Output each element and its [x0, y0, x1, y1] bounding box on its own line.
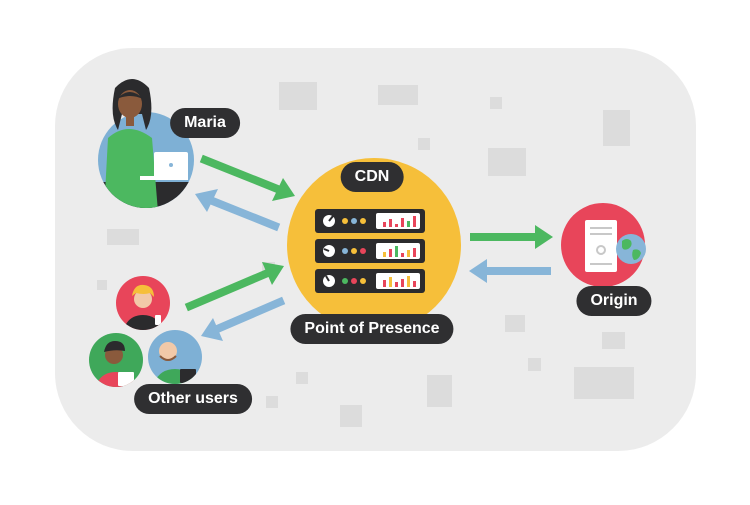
response-arrow-pop-to-maria [195, 189, 281, 232]
user-avatar-icon [122, 284, 164, 330]
request-arrow-pop-to-origin [470, 225, 553, 249]
pop-label: Point of Presence [290, 314, 454, 344]
cdn-label: CDN [340, 162, 404, 192]
server-with-globe-icon [585, 220, 646, 272]
maria-label: Maria [170, 108, 240, 138]
response-arrow-origin-to-pop [469, 259, 551, 283]
user-avatar-icon [152, 342, 198, 384]
response-arrow-pop-to-users [201, 296, 286, 341]
user-avatar-icon [94, 341, 138, 387]
origin-label: Origin [576, 286, 652, 316]
request-arrow-users-to-pop [184, 262, 284, 312]
request-arrow-maria-to-pop [199, 154, 295, 201]
background-blocks [97, 82, 634, 427]
server-rack-icon [315, 209, 425, 293]
other-users-label: Other users [134, 384, 252, 414]
